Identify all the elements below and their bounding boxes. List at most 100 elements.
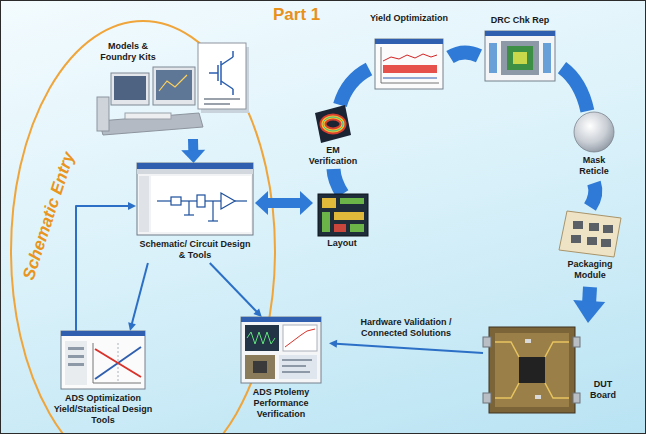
node-caption: Mask Reticle	[572, 155, 616, 177]
wire	[157, 200, 171, 201]
schematic-node: Schematic/ Circuit Design & Tools	[136, 163, 255, 263]
mask-wafer	[574, 112, 614, 152]
kit-node: Models & Foundry Kits	[93, 39, 251, 139]
connector-line	[336, 344, 483, 353]
connector-line	[267, 198, 302, 208]
desk	[99, 113, 203, 135]
report-column	[489, 43, 497, 73]
title-bar	[375, 39, 443, 44]
node-caption: Layout	[313, 238, 371, 249]
ground-symbol	[208, 220, 218, 221]
section-label: Schematic Entry	[19, 150, 79, 283]
connector-line	[340, 69, 369, 105]
arrowhead	[181, 150, 205, 163]
connector	[483, 393, 491, 403]
yield-node: Yield Optimization	[369, 13, 450, 93]
metal	[322, 198, 336, 208]
window	[485, 31, 555, 81]
connector-line	[210, 263, 257, 312]
plot-trace	[95, 347, 141, 379]
component	[171, 197, 181, 205]
foundry-kit-card	[198, 43, 249, 113]
board	[489, 327, 575, 413]
arrowhead	[329, 340, 337, 348]
drain-lead	[232, 51, 234, 57]
trace	[495, 342, 519, 357]
optimization-node: ADS Optimization Yield/Statistical Desig…	[49, 331, 157, 428]
connector-line	[188, 139, 198, 151]
em-node: EM Verification	[301, 105, 366, 169]
card	[198, 43, 246, 109]
chip-photo	[245, 355, 275, 379]
chip	[253, 361, 267, 373]
screen	[114, 76, 146, 100]
gate	[217, 65, 219, 81]
text-line	[204, 98, 240, 100]
connector	[573, 337, 580, 347]
flow-ring-connector	[340, 69, 369, 105]
report-column	[543, 43, 551, 73]
panel-row	[68, 347, 84, 350]
packaging-node: Packaging Module	[554, 207, 626, 287]
node-caption: DUT Board	[583, 379, 623, 401]
component	[197, 195, 205, 207]
component	[525, 339, 531, 343]
em-ground	[315, 105, 351, 143]
component	[535, 395, 541, 399]
source	[221, 81, 233, 89]
node-caption: DRC Chk Rep	[479, 15, 561, 26]
limit-line	[383, 78, 437, 79]
panel-row	[282, 371, 310, 373]
package-die	[601, 239, 611, 247]
package-die	[589, 223, 599, 231]
node-caption: Yield Optimization	[369, 13, 449, 24]
arrowhead	[128, 322, 136, 331]
drc-window	[485, 31, 555, 81]
side-panel	[65, 341, 87, 385]
field-ring	[323, 117, 343, 131]
arrowhead	[573, 300, 605, 323]
trace	[495, 383, 519, 398]
ptolemy-node: ADS Ptolemy Performance Verification	[233, 317, 329, 422]
chip	[519, 357, 545, 383]
packaging-picture	[559, 211, 621, 257]
flow-ring-connector	[573, 287, 605, 323]
connector-line	[450, 52, 479, 57]
package-panel	[559, 211, 621, 257]
connector-line	[334, 169, 343, 194]
title-bar	[137, 163, 253, 169]
package-die	[573, 221, 583, 229]
label-holder: Part 1	[273, 5, 320, 25]
flow-ring-connector	[334, 169, 343, 194]
plot-trace	[285, 329, 315, 347]
toolbar	[137, 169, 253, 174]
panel-row	[68, 363, 84, 366]
edge-label: Hardware Validation / Connected Solution…	[344, 317, 468, 339]
panel-row	[68, 355, 84, 358]
metal	[340, 198, 364, 204]
node-caption: Models & Foundry Kits	[93, 41, 163, 63]
node-caption: Packaging Module	[560, 259, 620, 281]
node-caption: EM Verification	[301, 145, 365, 167]
package-die	[587, 237, 597, 245]
plot-panel	[283, 325, 317, 351]
window	[241, 317, 321, 383]
flow-arrow	[128, 263, 148, 331]
flow-ring-connector	[450, 52, 479, 57]
mask-node: Mask Reticle	[561, 111, 627, 183]
layout-picture	[318, 194, 368, 236]
connector	[483, 337, 491, 347]
canvas	[151, 176, 251, 232]
optimization-window	[61, 331, 145, 389]
workstation-illustration	[97, 67, 203, 135]
chip-core	[507, 46, 533, 70]
monitor	[111, 73, 149, 105]
screen	[156, 70, 192, 100]
arrowhead	[255, 191, 268, 215]
field-ring	[323, 117, 343, 131]
transistor-symbol	[209, 51, 233, 95]
trace	[545, 342, 569, 357]
metal	[322, 212, 330, 232]
keyboard	[125, 113, 171, 119]
label-holder: Schematic Entry	[19, 150, 79, 283]
